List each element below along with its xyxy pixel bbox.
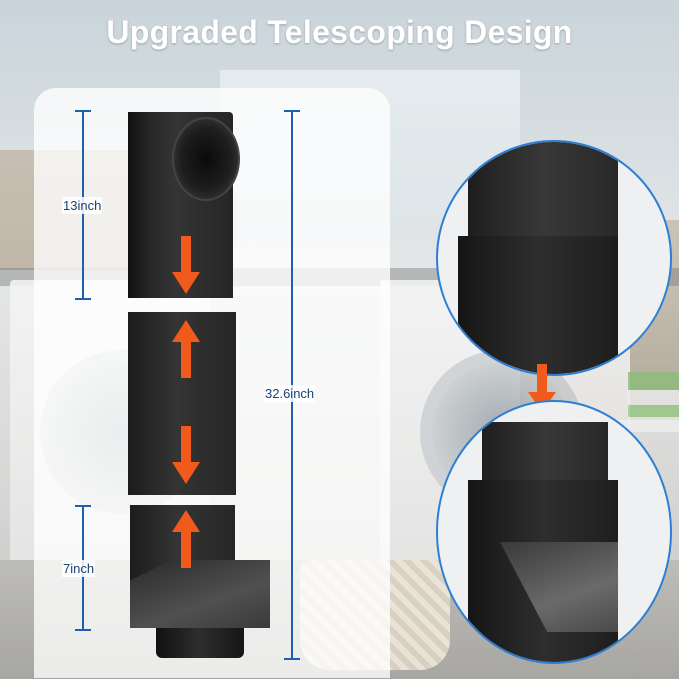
arrow-down-icon bbox=[172, 236, 200, 294]
duct-round-collar-bottom bbox=[156, 628, 244, 658]
arrow-up-icon bbox=[172, 510, 200, 568]
dim-cap-bottom-end bbox=[75, 629, 91, 631]
dim-cap-top-end bbox=[75, 298, 91, 300]
dim-label-total-length: 32.6inch bbox=[264, 385, 316, 402]
arrow-down-icon bbox=[172, 426, 200, 484]
dim-label-top-section: 13inch bbox=[62, 197, 103, 214]
duct-round-collar-top bbox=[172, 117, 240, 201]
zoom-detail-bottom bbox=[436, 400, 672, 664]
headline-title: Upgraded Telescoping Design bbox=[106, 14, 573, 50]
dim-label-bottom-section: 7inch bbox=[62, 560, 96, 577]
dim-cap-total-bottom bbox=[284, 658, 300, 660]
duct-bottom-hood bbox=[130, 560, 270, 628]
folded-towels bbox=[628, 372, 679, 432]
zoom-detail-top bbox=[436, 140, 672, 376]
arrow-up-icon bbox=[172, 320, 200, 378]
